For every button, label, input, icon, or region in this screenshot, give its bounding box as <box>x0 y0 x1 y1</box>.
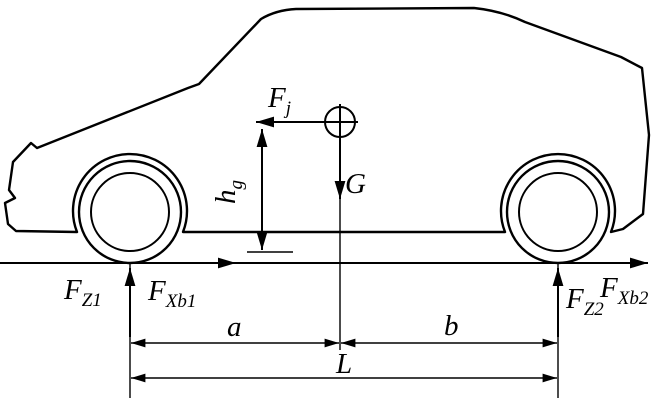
label-wheelbase: L <box>335 348 352 380</box>
label-dim-a: a <box>227 311 242 343</box>
label-front-normal-force: FZ1 <box>63 274 102 311</box>
front-wheel-tire <box>77 159 183 265</box>
label-cg-height: hg <box>210 180 247 204</box>
rear-wheel-rim <box>518 172 598 252</box>
rear-wheel-tire <box>505 159 611 265</box>
label-rear-normal-force: FZ2 <box>565 283 604 320</box>
label-dim-b: b <box>444 310 459 342</box>
label-inertia-force: Fj <box>267 82 291 119</box>
label-gravity: G <box>345 168 366 200</box>
label-rear-brake-force: FXb2 <box>599 272 649 309</box>
label-front-brake-force: FXb1 <box>147 275 196 312</box>
front-wheel-rim <box>90 172 170 252</box>
